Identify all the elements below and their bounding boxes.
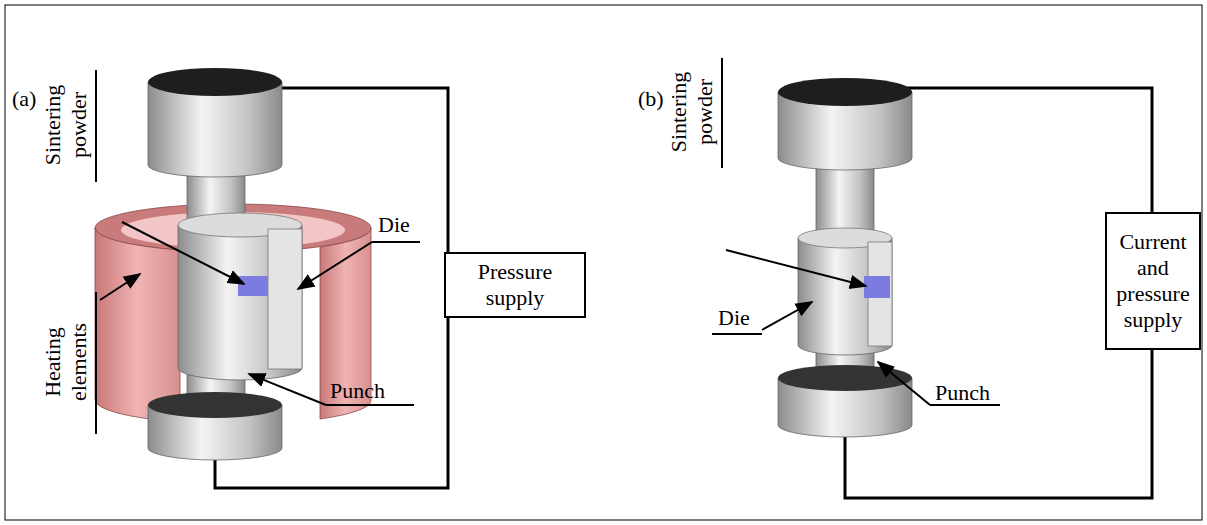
vertical-label: Sintering powder	[666, 57, 718, 167]
part-label: Punch	[330, 378, 385, 404]
part-label: Punch	[935, 380, 990, 406]
part-label: (a)	[12, 86, 36, 112]
box-text: Current and pressure supply	[1111, 229, 1195, 333]
part-label: (b)	[638, 86, 664, 112]
part-label: Die	[718, 305, 750, 331]
part-label: Die	[378, 212, 410, 238]
box-text: Pressure supply	[450, 259, 580, 311]
frame	[5, 5, 1202, 520]
press-a	[95, 68, 371, 460]
supply-box: Pressure supply	[444, 252, 586, 318]
leader-lines	[96, 58, 1000, 434]
press-b	[778, 78, 912, 437]
vertical-label: Heating elements	[40, 307, 92, 417]
supply-box: Current and pressure supply	[1105, 212, 1201, 350]
vertical-label: Sintering powder	[40, 70, 92, 180]
